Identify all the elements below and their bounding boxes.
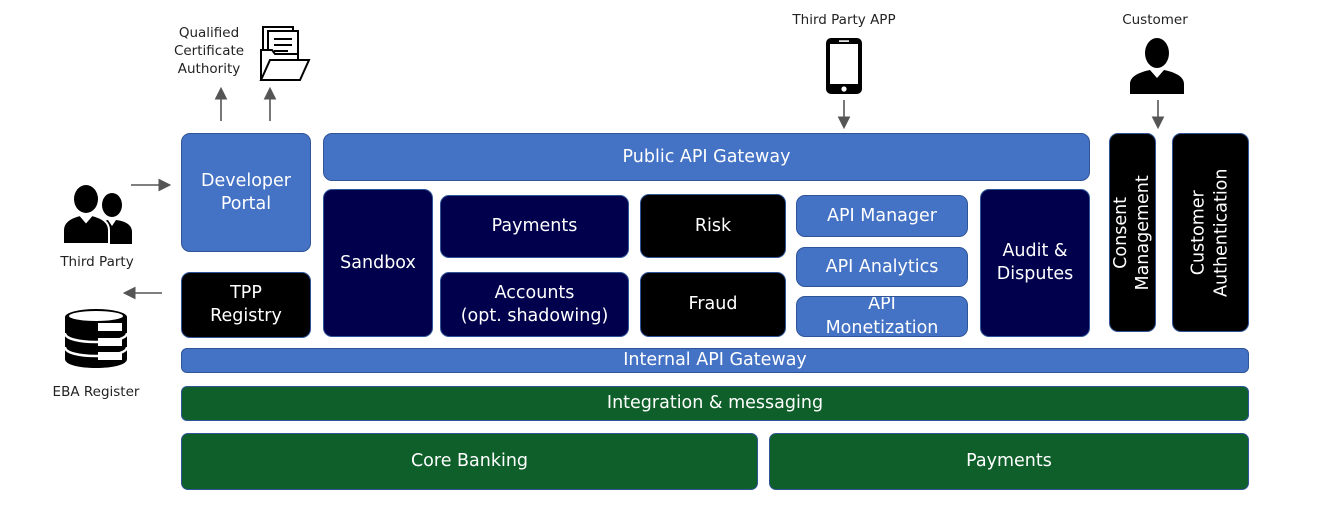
payments-core-label: Payments — [966, 451, 1052, 472]
audit-disputes-line: Disputes — [996, 264, 1074, 284]
audit-disputes-box: Audit & Disputes — [980, 189, 1090, 337]
developer-portal-line: Developer — [200, 170, 291, 191]
tpp-registry-line: TPP — [230, 283, 262, 304]
smartphone-icon — [826, 38, 862, 94]
risk-box: Risk — [640, 194, 786, 258]
consent-management-line: Management — [1132, 174, 1153, 291]
consent-management-line: Consent — [1110, 196, 1131, 269]
core-banking-label: Core Banking — [410, 451, 529, 472]
consent-management-box: Consent Management — [1109, 133, 1156, 332]
sandbox-label: Sandbox — [340, 252, 416, 273]
qca-label: Qualified Certificate Authority — [160, 24, 258, 79]
risk-label: Risk — [694, 215, 732, 236]
api-manager-box: API Manager — [796, 195, 968, 237]
payments-api-box: Payments — [440, 195, 629, 258]
document-folder-icon — [259, 26, 311, 81]
sandbox-box: Sandbox — [323, 189, 433, 337]
accounts-line: (opt. shadowing) — [460, 305, 609, 326]
people-group-icon — [62, 184, 132, 244]
api-monetization-line: Monetization — [825, 317, 939, 337]
customer-authentication-box: Customer Authentication — [1172, 133, 1249, 332]
api-analytics-label: API Analytics — [825, 256, 939, 277]
tpp-registry-line: Registry — [210, 306, 282, 326]
public-api-gateway-label: Public API Gateway — [622, 146, 791, 167]
api-analytics-box: API Analytics — [796, 247, 968, 287]
customer-authentication-line: Authentication — [1211, 168, 1232, 297]
tpp-registry-box: TPP Registry — [181, 272, 311, 338]
internal-api-gateway-box: Internal API Gateway — [181, 348, 1249, 373]
payments-api-label: Payments — [491, 216, 578, 237]
core-banking-box: Core Banking — [181, 433, 758, 490]
developer-portal-line: Portal — [220, 193, 272, 214]
audit-disputes-line: Audit & — [1002, 241, 1068, 262]
internal-api-gateway-label: Internal API Gateway — [623, 350, 807, 371]
fraud-label: Fraud — [688, 294, 738, 315]
accounts-line: Accounts — [494, 282, 575, 303]
api-manager-label: API Manager — [827, 205, 937, 226]
qca-label-line: Qualified — [178, 25, 240, 41]
api-monetization-box: API Monetization — [796, 296, 968, 337]
customer-authentication-line: Customer — [1188, 190, 1209, 276]
eba-register-label: EBA Register — [52, 384, 140, 400]
developer-portal-box: Developer Portal — [181, 133, 311, 252]
integration-messaging-label: Integration & messaging — [606, 393, 824, 414]
customer-label: Customer — [1122, 12, 1188, 28]
person-icon — [1130, 38, 1184, 94]
third-party-label: Third Party — [60, 254, 134, 270]
integration-messaging-box: Integration & messaging — [181, 386, 1249, 421]
qca-label-line: Authority — [177, 61, 241, 78]
accounts-box: Accounts (opt. shadowing) — [440, 272, 629, 337]
payments-core-box: Payments — [769, 433, 1249, 490]
database-icon — [63, 309, 129, 368]
fraud-box: Fraud — [640, 272, 786, 337]
api-monetization-line: API — [868, 296, 896, 314]
third-party-app-label: Third Party APP — [792, 12, 896, 28]
qca-label-line: Certificate — [173, 43, 245, 60]
public-api-gateway-box: Public API Gateway — [323, 133, 1090, 181]
